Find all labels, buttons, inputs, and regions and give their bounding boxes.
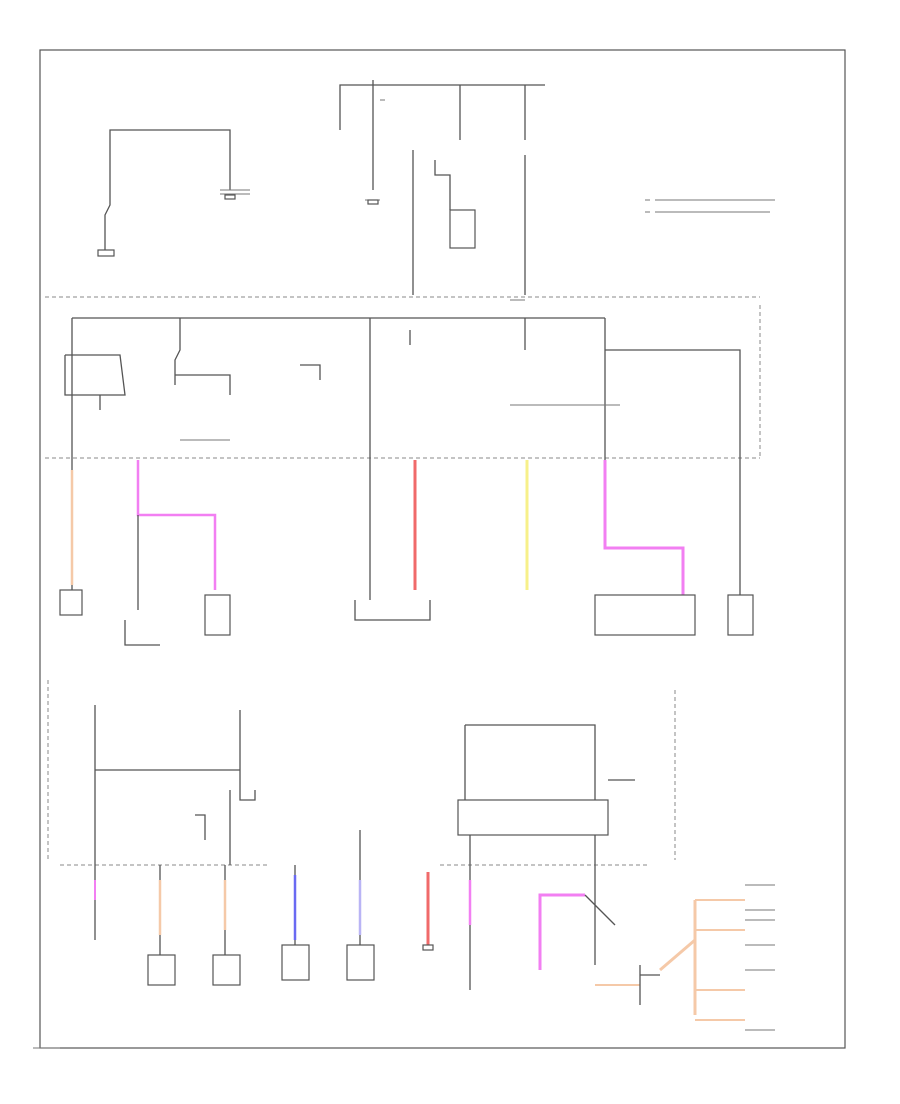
middle-bus — [64, 317, 741, 460]
relay-box-top — [449, 209, 476, 249]
wire-magenta-2 — [603, 460, 685, 595]
control-module-box — [457, 799, 609, 836]
lower-left-circuit — [94, 705, 434, 986]
component-box-1 — [59, 589, 83, 616]
fuse-box-top — [339, 80, 545, 295]
battery-ground-circuit — [97, 129, 250, 257]
wire-columns — [59, 460, 754, 646]
legend-block — [645, 199, 775, 213]
wire-magenta-3 — [538, 893, 585, 970]
component-box-3 — [594, 594, 696, 636]
lower-right-circuit — [457, 690, 775, 1031]
wire-magenta-1 — [136, 460, 217, 590]
misc-marks — [33, 99, 525, 1049]
component-box-2 — [204, 594, 231, 636]
component-box-4 — [727, 594, 754, 636]
diagram-frame — [39, 49, 846, 1049]
